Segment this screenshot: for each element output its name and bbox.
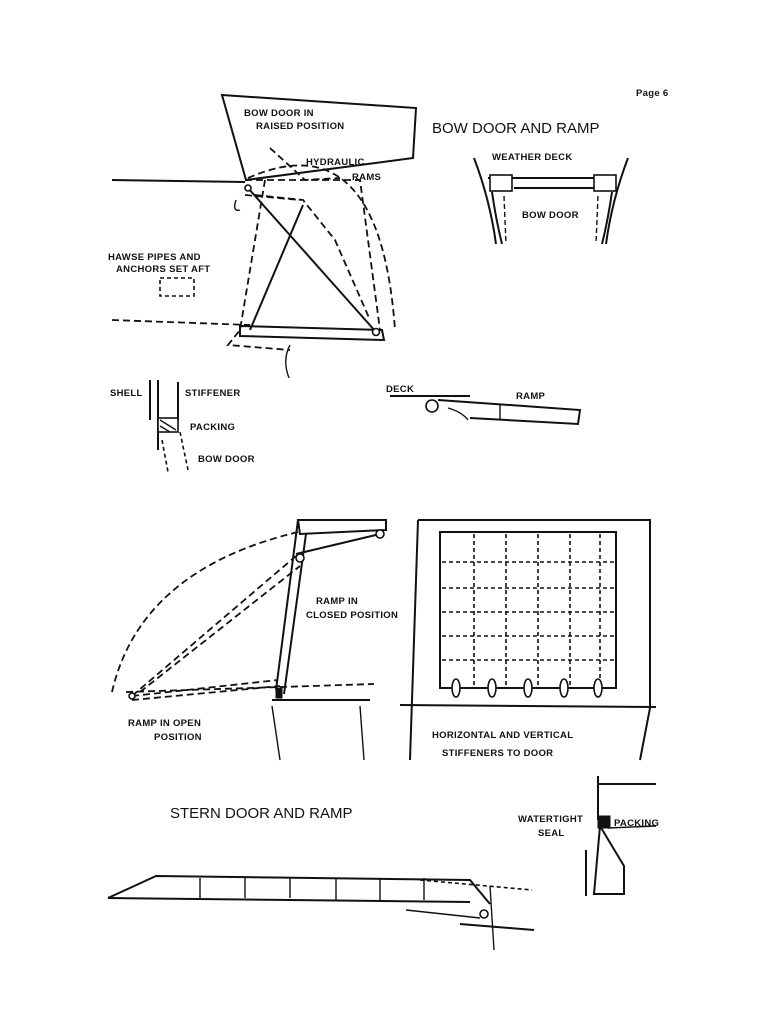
label-stern-packing: PACKING: [614, 818, 659, 829]
label-hawse-2: ANCHORS SET AFT: [116, 264, 210, 275]
label-ramp-open-1: RAMP IN OPEN: [128, 718, 201, 729]
label-watertight-2: SEAL: [538, 828, 565, 839]
label-bow-door-raised-1: BOW DOOR IN: [244, 108, 314, 119]
label-watertight-1: WATERTIGHT: [518, 814, 583, 825]
label-packing: PACKING: [190, 422, 235, 433]
raised-bow-door: [220, 93, 418, 182]
label-hydraulic-1: HYDRAULIC: [306, 157, 365, 168]
label-stiffeners-1: HORIZONTAL AND VERTICAL: [432, 730, 573, 741]
bow-title: BOW DOOR AND RAMP: [432, 120, 600, 137]
ramp-swing-arc: [111, 531, 299, 693]
label-stiffeners-2: STIFFENERS TO DOOR: [442, 748, 553, 759]
label-bow-door-section: BOW DOOR: [522, 210, 579, 221]
label-ramp-open-2: POSITION: [154, 732, 202, 743]
bow-door-diagram: BOW DOOR IN RAISED POSITION HYDRAULIC RA…: [108, 93, 418, 379]
label-deck: DECK: [386, 384, 414, 395]
packing-block: [597, 815, 611, 829]
seal-detail: SHELL STIFFENER PACKING BOW DOOR: [110, 380, 255, 473]
label-ramp-closed-1: RAMP IN: [316, 596, 358, 607]
label-shell: SHELL: [110, 388, 143, 399]
stern-ramp-swing: RAMP IN CLOSED POSITION RAMP IN OPEN POS…: [111, 519, 398, 761]
stern-door-diagram: [107, 874, 535, 951]
door-swing-arc: [247, 164, 396, 331]
stern-title: STERN DOOR AND RAMP: [170, 805, 353, 822]
weather-deck-section: WEATHER DECK BOW DOOR: [473, 152, 629, 245]
label-hawse-1: HAWSE PIPES AND: [108, 252, 201, 263]
deck-line: [111, 179, 246, 183]
label-weather-deck: WEATHER DECK: [492, 152, 572, 163]
label-bow-door-detail: BOW DOOR: [198, 454, 255, 465]
page-label: Page 6: [636, 88, 668, 99]
lowered-ramp: [239, 324, 386, 342]
label-ramp-closed-2: CLOSED POSITION: [306, 610, 398, 621]
stern-ramp: [107, 874, 491, 905]
closed-ramp: [275, 519, 307, 695]
anchor-pocket: [159, 277, 195, 297]
label-hydraulic-2: RAMS: [352, 172, 381, 183]
hydraulic-ram: [247, 187, 377, 333]
door-frame: [439, 531, 617, 689]
door-stiffener-grid: HORIZONTAL AND VERTICAL STIFFENERS TO DO…: [399, 519, 657, 761]
label-ramp: RAMP: [516, 391, 546, 402]
watertight-seal-detail: WATERTIGHT SEAL PACKING: [518, 776, 659, 896]
label-bow-door-raised-2: RAISED POSITION: [256, 121, 344, 132]
ramp-hinge-detail: DECK RAMP: [386, 384, 582, 426]
label-stiffener: STIFFENER: [185, 388, 240, 399]
